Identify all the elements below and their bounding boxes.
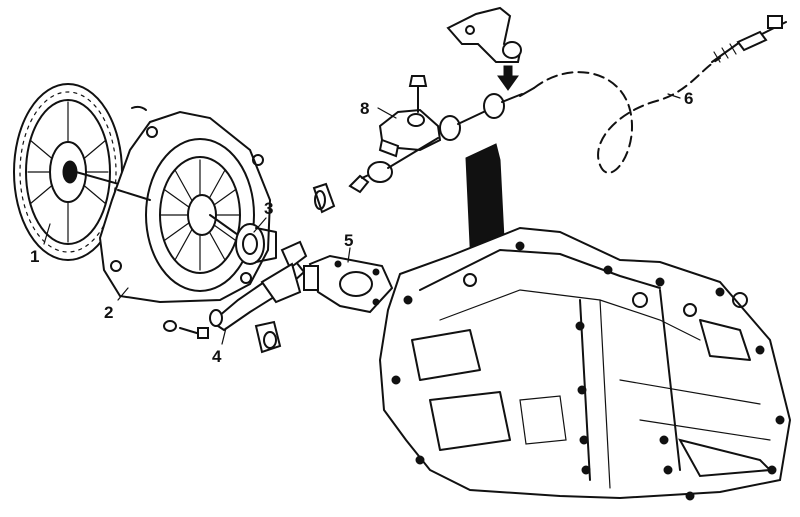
callout-8: 8 bbox=[360, 99, 369, 118]
callout-3: 3 bbox=[264, 199, 273, 218]
cable-adjuster-chain bbox=[348, 87, 535, 194]
callout-4: 4 bbox=[212, 347, 222, 366]
fork-bushing bbox=[254, 320, 282, 354]
leader-5 bbox=[347, 247, 351, 263]
guide-sleeve bbox=[303, 254, 394, 314]
assembly-arrow-small bbox=[497, 65, 519, 91]
clutch-disc bbox=[13, 83, 141, 261]
callout-labels: 1 2 3 4 5 6 8 bbox=[30, 89, 693, 366]
pressure-plate bbox=[98, 105, 272, 304]
rubber-boot bbox=[312, 182, 336, 214]
callout-2: 2 bbox=[104, 303, 113, 322]
release-bearing bbox=[235, 223, 277, 265]
leader-4 bbox=[221, 327, 227, 345]
bolt-and-washer bbox=[163, 320, 209, 339]
transmission-housing bbox=[378, 226, 792, 501]
leader-6 bbox=[667, 93, 681, 99]
leader-1 bbox=[43, 223, 51, 245]
callout-1: 1 bbox=[30, 247, 39, 266]
cable-bracket bbox=[378, 75, 442, 158]
leader-3 bbox=[253, 217, 267, 233]
leader-2 bbox=[117, 287, 129, 301]
leader-8 bbox=[377, 107, 397, 119]
upper-mount-bracket bbox=[446, 6, 522, 63]
callout-6: 6 bbox=[684, 89, 693, 108]
callout-5: 5 bbox=[344, 231, 353, 250]
leader-lines bbox=[43, 93, 681, 345]
clutch-cable bbox=[533, 15, 787, 174]
